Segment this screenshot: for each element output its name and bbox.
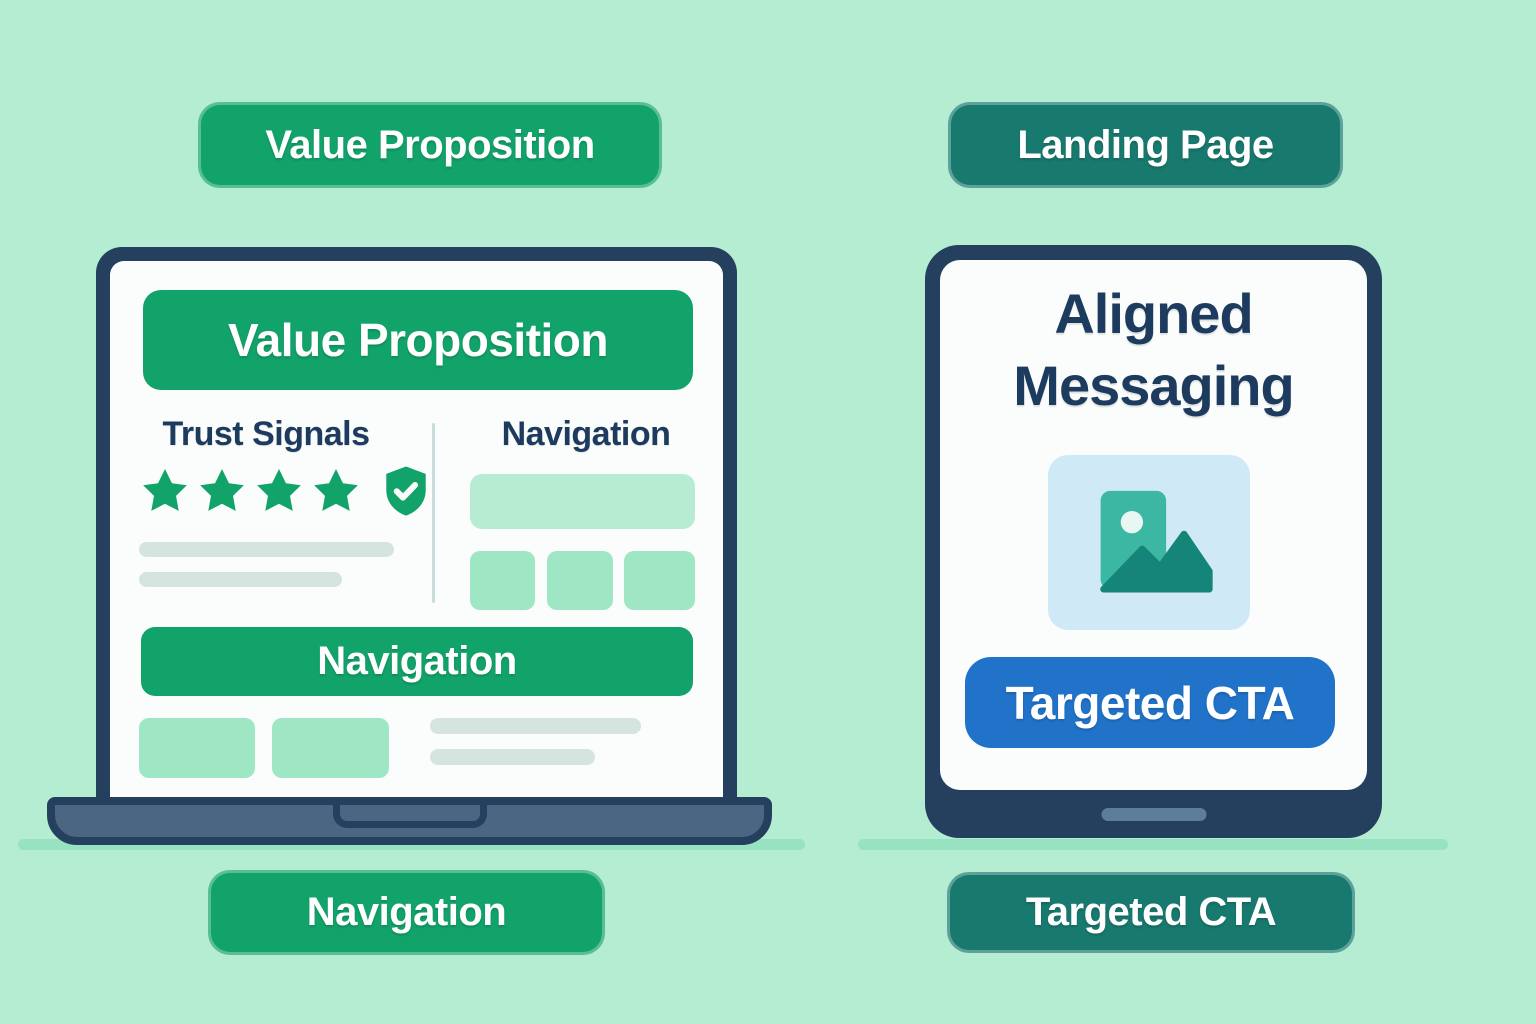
star-rating — [138, 463, 434, 521]
aligned-messaging-heading: Aligned Messaging — [1013, 282, 1294, 417]
value-proposition-banner: Value Proposition — [143, 290, 693, 390]
hero-image-placeholder — [1048, 455, 1250, 630]
targeted-cta-button[interactable]: Targeted CTA — [965, 657, 1335, 748]
content-block-placeholder — [139, 718, 255, 778]
label-landing-page-top: Landing Page — [948, 102, 1343, 188]
text-line-placeholder — [139, 542, 394, 557]
label-navigation-bottom: Navigation — [208, 870, 605, 955]
content-block-placeholder — [272, 718, 389, 778]
banner-text: Value Proposition — [227, 314, 609, 366]
column-divider — [432, 423, 435, 603]
shield-check-icon — [378, 463, 434, 521]
nav-bar-placeholder — [470, 474, 695, 529]
nav-item-placeholder — [470, 551, 535, 610]
text-line-placeholder — [430, 718, 641, 734]
label-text: Landing Page — [1017, 122, 1274, 167]
tablet-screen: Aligned Messaging Targeted CTA — [940, 260, 1367, 790]
ground-line-right — [858, 839, 1448, 850]
navigation-banner: Navigation — [141, 627, 693, 696]
star-icon — [257, 469, 301, 511]
trust-signals-heading: Trust Signals — [162, 415, 371, 453]
laptop-base — [47, 797, 772, 845]
cta-button-text: Targeted CTA — [1005, 676, 1295, 729]
label-text: Value Proposition — [265, 122, 595, 167]
laptop-illustration: Value Proposition Trust Signals Navigati… — [96, 247, 737, 800]
navigation-column-heading: Navigation — [501, 415, 671, 453]
label-text: Targeted CTA — [1025, 890, 1277, 934]
star-icon — [314, 469, 358, 511]
label-value-proposition-top: Value Proposition — [198, 102, 662, 188]
label-text: Navigation — [306, 890, 507, 934]
banner-text: Navigation — [317, 639, 517, 683]
nav-item-placeholder — [547, 551, 613, 610]
star-icon — [200, 469, 244, 511]
tablet-illustration: Aligned Messaging Targeted CTA — [925, 245, 1382, 838]
label-targeted-cta-bottom: Targeted CTA — [947, 872, 1355, 953]
nav-item-placeholder — [624, 551, 695, 610]
star-icon — [143, 469, 187, 511]
image-placeholder-icon — [1100, 490, 1213, 593]
text-line-placeholder — [430, 749, 595, 765]
home-indicator — [1101, 808, 1206, 821]
text-line-placeholder — [139, 572, 342, 587]
laptop-hinge-notch — [332, 805, 487, 828]
